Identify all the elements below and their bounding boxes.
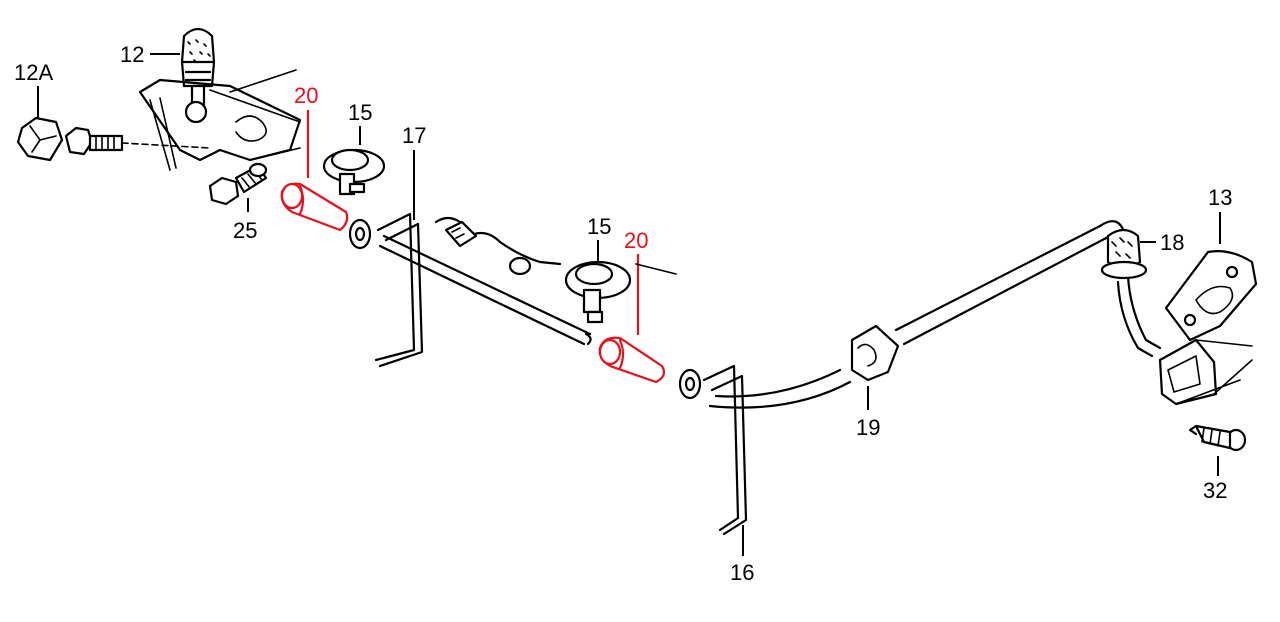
clip-15-lower bbox=[564, 260, 632, 324]
callout-19: 19 bbox=[856, 415, 880, 440]
clip-19 bbox=[850, 224, 1112, 382]
sleeve-20-upper bbox=[280, 182, 349, 232]
wire-connector bbox=[434, 216, 677, 276]
grommet-18 bbox=[1100, 228, 1148, 280]
washer-lower bbox=[678, 368, 702, 400]
hex-nut-12a bbox=[16, 116, 211, 162]
callout-17: 17 bbox=[402, 123, 426, 148]
callout-20-lower: 20 bbox=[624, 228, 648, 253]
callout-15-upper: 15 bbox=[348, 100, 372, 125]
mounting-bracket bbox=[138, 69, 302, 171]
leader-lines bbox=[37, 53, 1221, 556]
rod-16 bbox=[702, 364, 852, 536]
callout-12: 12 bbox=[120, 42, 144, 67]
callout-15-lower: 15 bbox=[587, 214, 611, 239]
bolt-25 bbox=[208, 162, 268, 206]
screw-32 bbox=[1188, 424, 1247, 452]
callout-18: 18 bbox=[1160, 230, 1184, 255]
bracket-13 bbox=[1158, 250, 1258, 406]
callout-16: 16 bbox=[730, 560, 754, 585]
washer-upper bbox=[348, 218, 372, 250]
rod-17 bbox=[374, 212, 592, 368]
callout-20-upper: 20 bbox=[294, 83, 318, 108]
callout-25: 25 bbox=[233, 218, 257, 243]
callout-32: 32 bbox=[1203, 478, 1227, 503]
callout-13: 13 bbox=[1208, 185, 1232, 210]
callout-12a: 12A bbox=[14, 60, 53, 85]
sleeve-20-lower bbox=[598, 336, 666, 384]
rubber-buffer-12 bbox=[180, 27, 216, 106]
clip-15-upper bbox=[322, 148, 386, 196]
